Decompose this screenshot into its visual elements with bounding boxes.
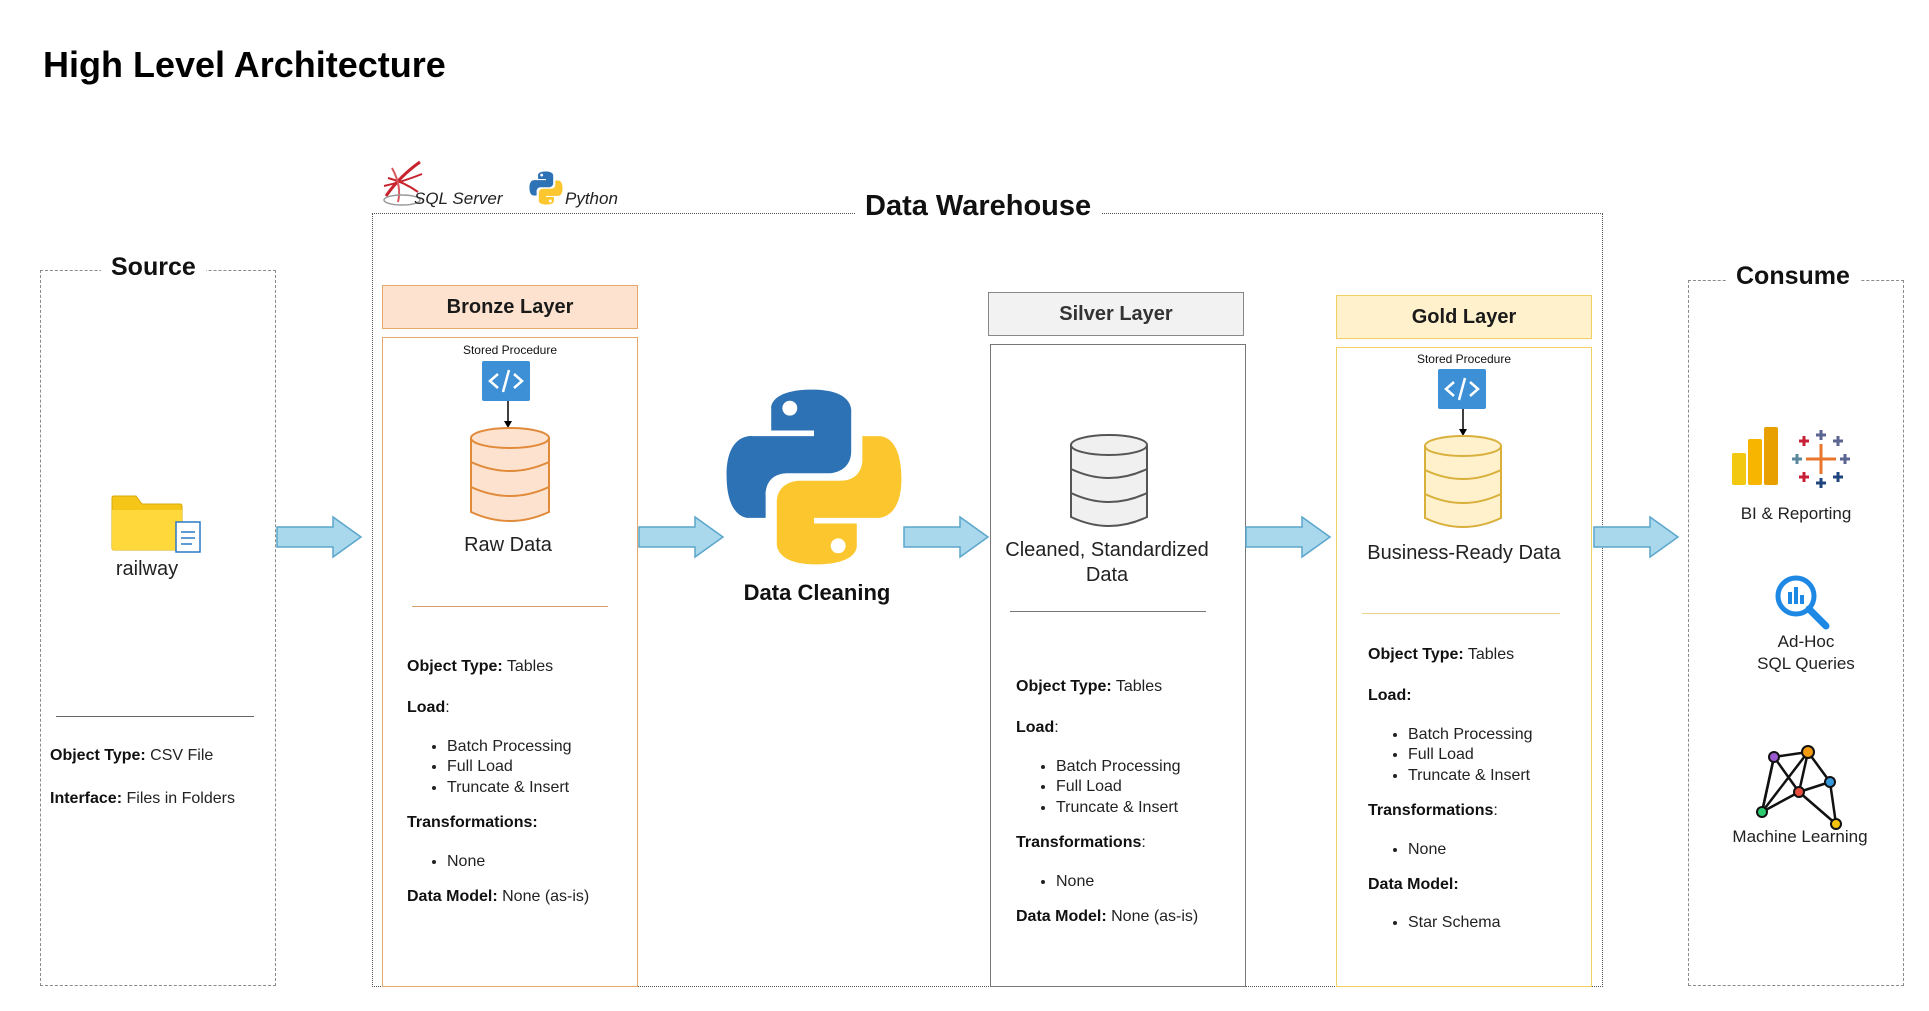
silver-model-value: None (as-is) — [1111, 907, 1199, 925]
flow-arrow — [276, 515, 363, 559]
database-icon — [468, 426, 552, 524]
page-title: High Level Architecture — [43, 44, 446, 85]
source-divider — [56, 716, 254, 717]
search-analytics-icon — [1774, 574, 1832, 632]
power-bi-icon — [1730, 425, 1782, 487]
silver-model-label: Data Model: — [1016, 907, 1107, 925]
silver-layer-box — [990, 344, 1246, 987]
stored-procedure-icon — [482, 361, 530, 401]
machine-learning-icon — [1752, 742, 1846, 830]
python-icon — [721, 384, 907, 570]
list-item: None — [1408, 840, 1588, 861]
list-item: Batch Processing — [1056, 757, 1242, 778]
data-cleaning-label: Data Cleaning — [743, 580, 891, 605]
bronze-object-type-value: Tables — [506, 658, 554, 675]
list-item: Full Load — [1056, 777, 1242, 798]
list-item: Full Load — [1408, 745, 1588, 766]
folder-icon — [110, 490, 202, 554]
bronze-stored-procedure-label: Stored Procedure — [462, 343, 558, 357]
warehouse-label: Data Warehouse — [855, 190, 1102, 223]
source-interface-value: Files in Folders — [126, 789, 235, 807]
bronze-divider — [412, 606, 608, 607]
source-properties: Object Type: CSV File Interface: Files i… — [50, 746, 270, 810]
source-interface-label: Interface: — [50, 789, 123, 807]
silver-transform-label: Transformations — [1016, 833, 1142, 851]
bronze-model-value: None (as-is) — [502, 887, 590, 905]
adhoc-label-line1: Ad-Hoc — [1777, 632, 1835, 651]
gold-layer-title: Gold Layer — [1411, 305, 1517, 328]
silver-layer-header: Silver Layer — [988, 292, 1244, 336]
bronze-object-type-label: Object Type: — [407, 658, 503, 675]
gold-divider — [1362, 613, 1560, 614]
bronze-properties: Object Type: Tables Load: Batch Processi… — [407, 657, 633, 907]
gold-properties: Object Type: Tables Load: Batch Processi… — [1368, 645, 1588, 948]
gold-stored-procedure-label: Stored Procedure — [1416, 352, 1512, 366]
gold-object-type-value: Tables — [1467, 646, 1515, 663]
database-icon — [1068, 433, 1150, 529]
bronze-layer-box — [382, 337, 638, 987]
adhoc-label-line2: SQL Queries — [1757, 654, 1855, 673]
connector-arrow — [504, 401, 512, 428]
silver-object-type-label: Object Type: — [1016, 678, 1112, 695]
silver-layer-title: Silver Layer — [1059, 302, 1173, 325]
gold-transform-suffix: : — [1493, 801, 1498, 819]
source-folder-name: railway — [115, 558, 179, 580]
list-item: None — [447, 852, 633, 873]
sql-server-icon — [380, 156, 426, 208]
tableau-icon — [1790, 428, 1852, 490]
list-item: Truncate & Insert — [1056, 798, 1242, 819]
source-group — [40, 270, 276, 986]
sql-server-label: SQL Server — [414, 189, 503, 208]
source-label: Source — [101, 253, 206, 282]
list-item: Truncate & Insert — [447, 778, 633, 799]
gold-object-type-label: Object Type: — [1368, 646, 1464, 663]
bronze-layer-header: Bronze Layer — [382, 285, 638, 329]
silver-object-type-value: Tables — [1115, 678, 1163, 695]
list-item: Batch Processing — [447, 737, 633, 758]
bronze-load-suffix: : — [445, 698, 450, 716]
database-icon — [1422, 434, 1504, 530]
gold-db-label: Business-Ready Data — [1367, 542, 1561, 564]
bronze-model-label: Data Model: — [407, 887, 498, 905]
source-object-type-label: Object Type: — [50, 747, 146, 764]
bronze-transform-label: Transformations: — [407, 813, 538, 831]
bronze-load-label: Load — [407, 698, 446, 716]
bi-reporting-label: BI & Reporting — [1740, 504, 1852, 523]
silver-divider — [1010, 611, 1206, 612]
gold-layer-header: Gold Layer — [1336, 295, 1592, 339]
list-item: None — [1056, 872, 1242, 893]
machine-learning-label: Machine Learning — [1732, 827, 1868, 846]
list-item: Star Schema — [1408, 913, 1588, 934]
flow-arrow — [1245, 515, 1332, 559]
list-item: Batch Processing — [1408, 725, 1588, 746]
gold-model-label: Data Model: — [1368, 875, 1459, 893]
source-object-type-value: CSV File — [150, 747, 214, 764]
flow-arrow — [1593, 515, 1680, 559]
consume-label: Consume — [1726, 262, 1860, 291]
list-item: Truncate & Insert — [1408, 766, 1588, 787]
flow-arrow — [903, 515, 990, 559]
stored-procedure-icon — [1438, 369, 1486, 409]
bronze-layer-title: Bronze Layer — [446, 295, 574, 318]
gold-load-label: Load: — [1368, 686, 1412, 704]
silver-db-label: Cleaned, Standardized Data — [1005, 539, 1209, 586]
python-small-icon — [528, 170, 564, 206]
python-label: Python — [565, 189, 618, 208]
silver-load-suffix: : — [1054, 718, 1059, 736]
connector-arrow — [1459, 409, 1467, 436]
gold-transform-label: Transformations — [1368, 801, 1494, 819]
bronze-db-label: Raw Data — [464, 534, 552, 556]
list-item: Full Load — [447, 757, 633, 778]
gold-layer-box — [1336, 347, 1592, 987]
silver-properties: Object Type: Tables Load: Batch Processi… — [1016, 677, 1242, 927]
silver-transform-suffix: : — [1141, 833, 1146, 851]
silver-load-label: Load — [1016, 718, 1055, 736]
flow-arrow — [638, 515, 725, 559]
